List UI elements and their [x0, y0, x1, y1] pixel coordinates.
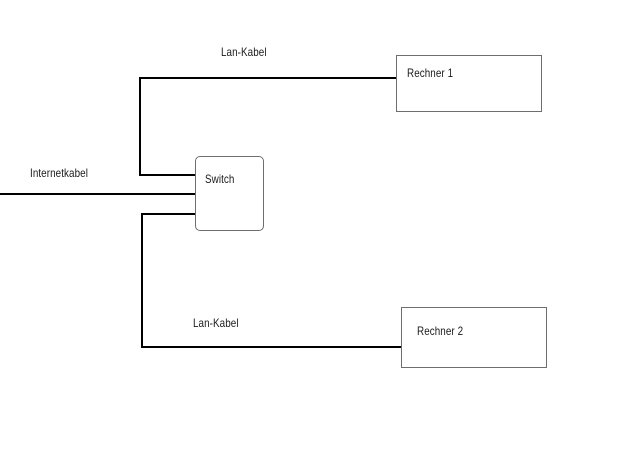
switch-label: Switch	[205, 172, 235, 186]
switch-box	[195, 156, 264, 231]
internet-cable-line	[0, 193, 196, 195]
computer-1-box	[396, 55, 542, 112]
lan-cable-bottom-label: Lan-Kabel	[193, 316, 239, 330]
computer-1-label: Rechner 1	[407, 66, 454, 80]
lan-cable-1-top	[139, 77, 397, 79]
lan-cable-1-vertical	[139, 77, 141, 176]
internet-cable-label: Internetkabel	[30, 166, 88, 180]
lan-cable-2-vertical	[141, 213, 143, 348]
lan-cable-2-from-switch	[141, 213, 196, 215]
computer-2-box	[401, 307, 547, 368]
computer-2-label: Rechner 2	[417, 324, 464, 338]
lan-cable-top-label: Lan-Kabel	[221, 45, 267, 59]
lan-cable-1-to-switch	[139, 174, 196, 176]
lan-cable-2-bottom	[141, 346, 402, 348]
